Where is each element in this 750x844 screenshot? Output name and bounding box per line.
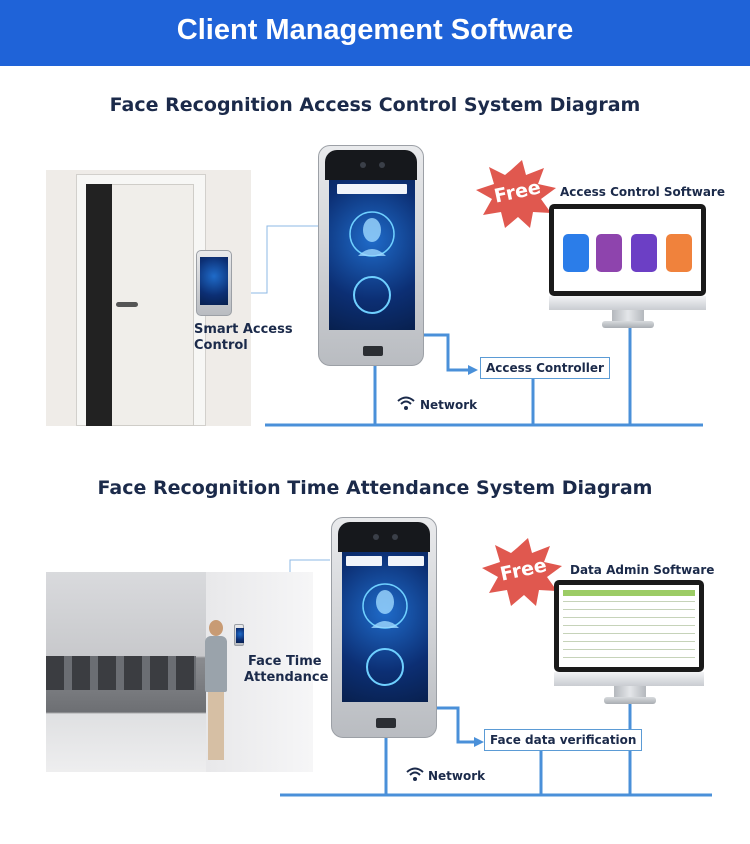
face-scan-icon [362, 578, 408, 634]
terminal-camera-bar-2 [338, 522, 430, 552]
wall-attendance-device [234, 624, 244, 646]
app-tile-icon [596, 234, 622, 272]
app-tile-icon [666, 234, 692, 272]
access-terminal [318, 145, 424, 366]
arrow-head-2 [474, 737, 484, 747]
network-label-2: Network [428, 768, 485, 784]
data-admin-screen [559, 585, 699, 667]
face-scan-icon [349, 206, 395, 262]
smart-access-label-line1: Smart Access [194, 322, 293, 338]
wifi-icon [396, 395, 416, 411]
wall-access-device [196, 250, 232, 316]
controller-link-1 [420, 335, 472, 370]
face-time-label-line1: Face Time [248, 654, 322, 670]
access-controller-box: Access Controller [480, 357, 610, 379]
smart-access-label-line2: Control [194, 338, 248, 354]
office-desks [46, 656, 196, 690]
card-reader [363, 346, 383, 356]
monitor-chin-2 [554, 672, 704, 686]
data-admin-monitor [554, 580, 704, 672]
wall-device-screen [200, 257, 228, 305]
monitor-base-2 [604, 697, 656, 704]
arrow-head-1 [468, 365, 478, 375]
monitor-chin-1 [549, 296, 706, 310]
wifi-icon [405, 766, 425, 782]
scan-ring [353, 276, 391, 314]
data-admin-software-label: Data Admin Software [570, 562, 714, 578]
access-software-screen [554, 209, 701, 291]
door-stripe [86, 184, 112, 426]
scan-ring-2 [366, 648, 404, 686]
monitor-base-1 [602, 321, 654, 328]
access-software-label: Access Control Software [560, 184, 725, 200]
access-software-monitor [549, 204, 706, 296]
verification-link-2 [436, 708, 478, 742]
office-person [204, 620, 228, 760]
door-handle [116, 302, 138, 307]
face-time-label-line2: Attendance [244, 670, 328, 686]
app-tile-icon [563, 234, 589, 272]
terminal-screen [329, 180, 415, 330]
face-data-verification-box: Face data verification [484, 729, 642, 751]
attendance-diagram-title: Face Recognition Time Attendance System … [0, 477, 750, 499]
app-tile-icon [631, 234, 657, 272]
network-label-1: Network [420, 397, 477, 413]
door-photo [46, 170, 251, 426]
terminal-screen-2 [342, 552, 428, 702]
attendance-terminal [331, 517, 437, 738]
card-reader-2 [376, 718, 396, 728]
terminal-camera-bar [325, 150, 417, 180]
